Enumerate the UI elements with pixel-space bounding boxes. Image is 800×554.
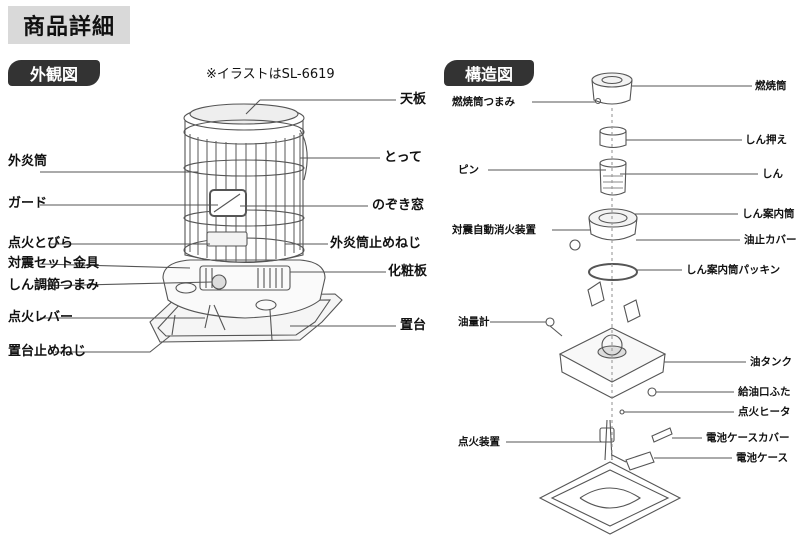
label-oil-gauge: 油量計 (458, 316, 490, 328)
label-battery-cover: 電池ケースカバー (706, 432, 790, 444)
heater-illustration (149, 103, 343, 343)
label-outer-cylinder: 外炎筒 (8, 154, 48, 169)
page-title: 商品詳細 (8, 6, 130, 44)
label-igniter: 点火装置 (458, 436, 500, 448)
label-quake-extinguisher: 対震自動消火装置 (452, 224, 536, 236)
label-handle: とって (384, 150, 422, 165)
label-top-plate: 天板 (400, 92, 427, 107)
label-makeup-plate: 化粧板 (388, 264, 428, 279)
label-wick-holder: しん押え (745, 134, 787, 146)
label-outer-cylinder-screw: 外炎筒止めねじ (330, 236, 422, 251)
label-fill-cap: 給油口ふた (738, 386, 791, 398)
label-oil-cover: 油止カバー (744, 234, 797, 246)
label-oil-tank: 油タンク (750, 356, 792, 368)
label-guard: ガード (8, 196, 48, 211)
label-wick-guide: しん案内筒 (742, 208, 795, 220)
structure-illustration (538, 72, 682, 535)
label-burner-knob: 燃焼筒つまみ (452, 96, 515, 108)
label-stand: 置台 (400, 318, 427, 333)
label-quake-fitting: 対震セット金具 (8, 256, 100, 271)
label-guide-packing: しん案内筒パッキン (686, 264, 781, 276)
illustration-note: ※イラストはSL-6619 (206, 67, 335, 82)
label-pin: ピン (458, 164, 479, 176)
label-wick-knob: しん調節つまみ (8, 278, 100, 293)
label-ignition-lever: 点火レバー (8, 310, 74, 325)
section-tab-structure: 構造図 (444, 60, 534, 86)
label-ignition-heater: 点火ヒータ (738, 406, 791, 418)
section-tab-exterior: 外観図 (8, 60, 100, 86)
label-wick: しん (762, 168, 783, 180)
label-battery-case: 電池ケース (736, 452, 788, 464)
label-stand-screw: 置台止めねじ (8, 344, 87, 359)
label-burner: 燃焼筒 (755, 80, 787, 92)
label-peep-window: のぞき窓 (372, 198, 425, 213)
label-ignition-door: 点火とびら (8, 236, 74, 251)
